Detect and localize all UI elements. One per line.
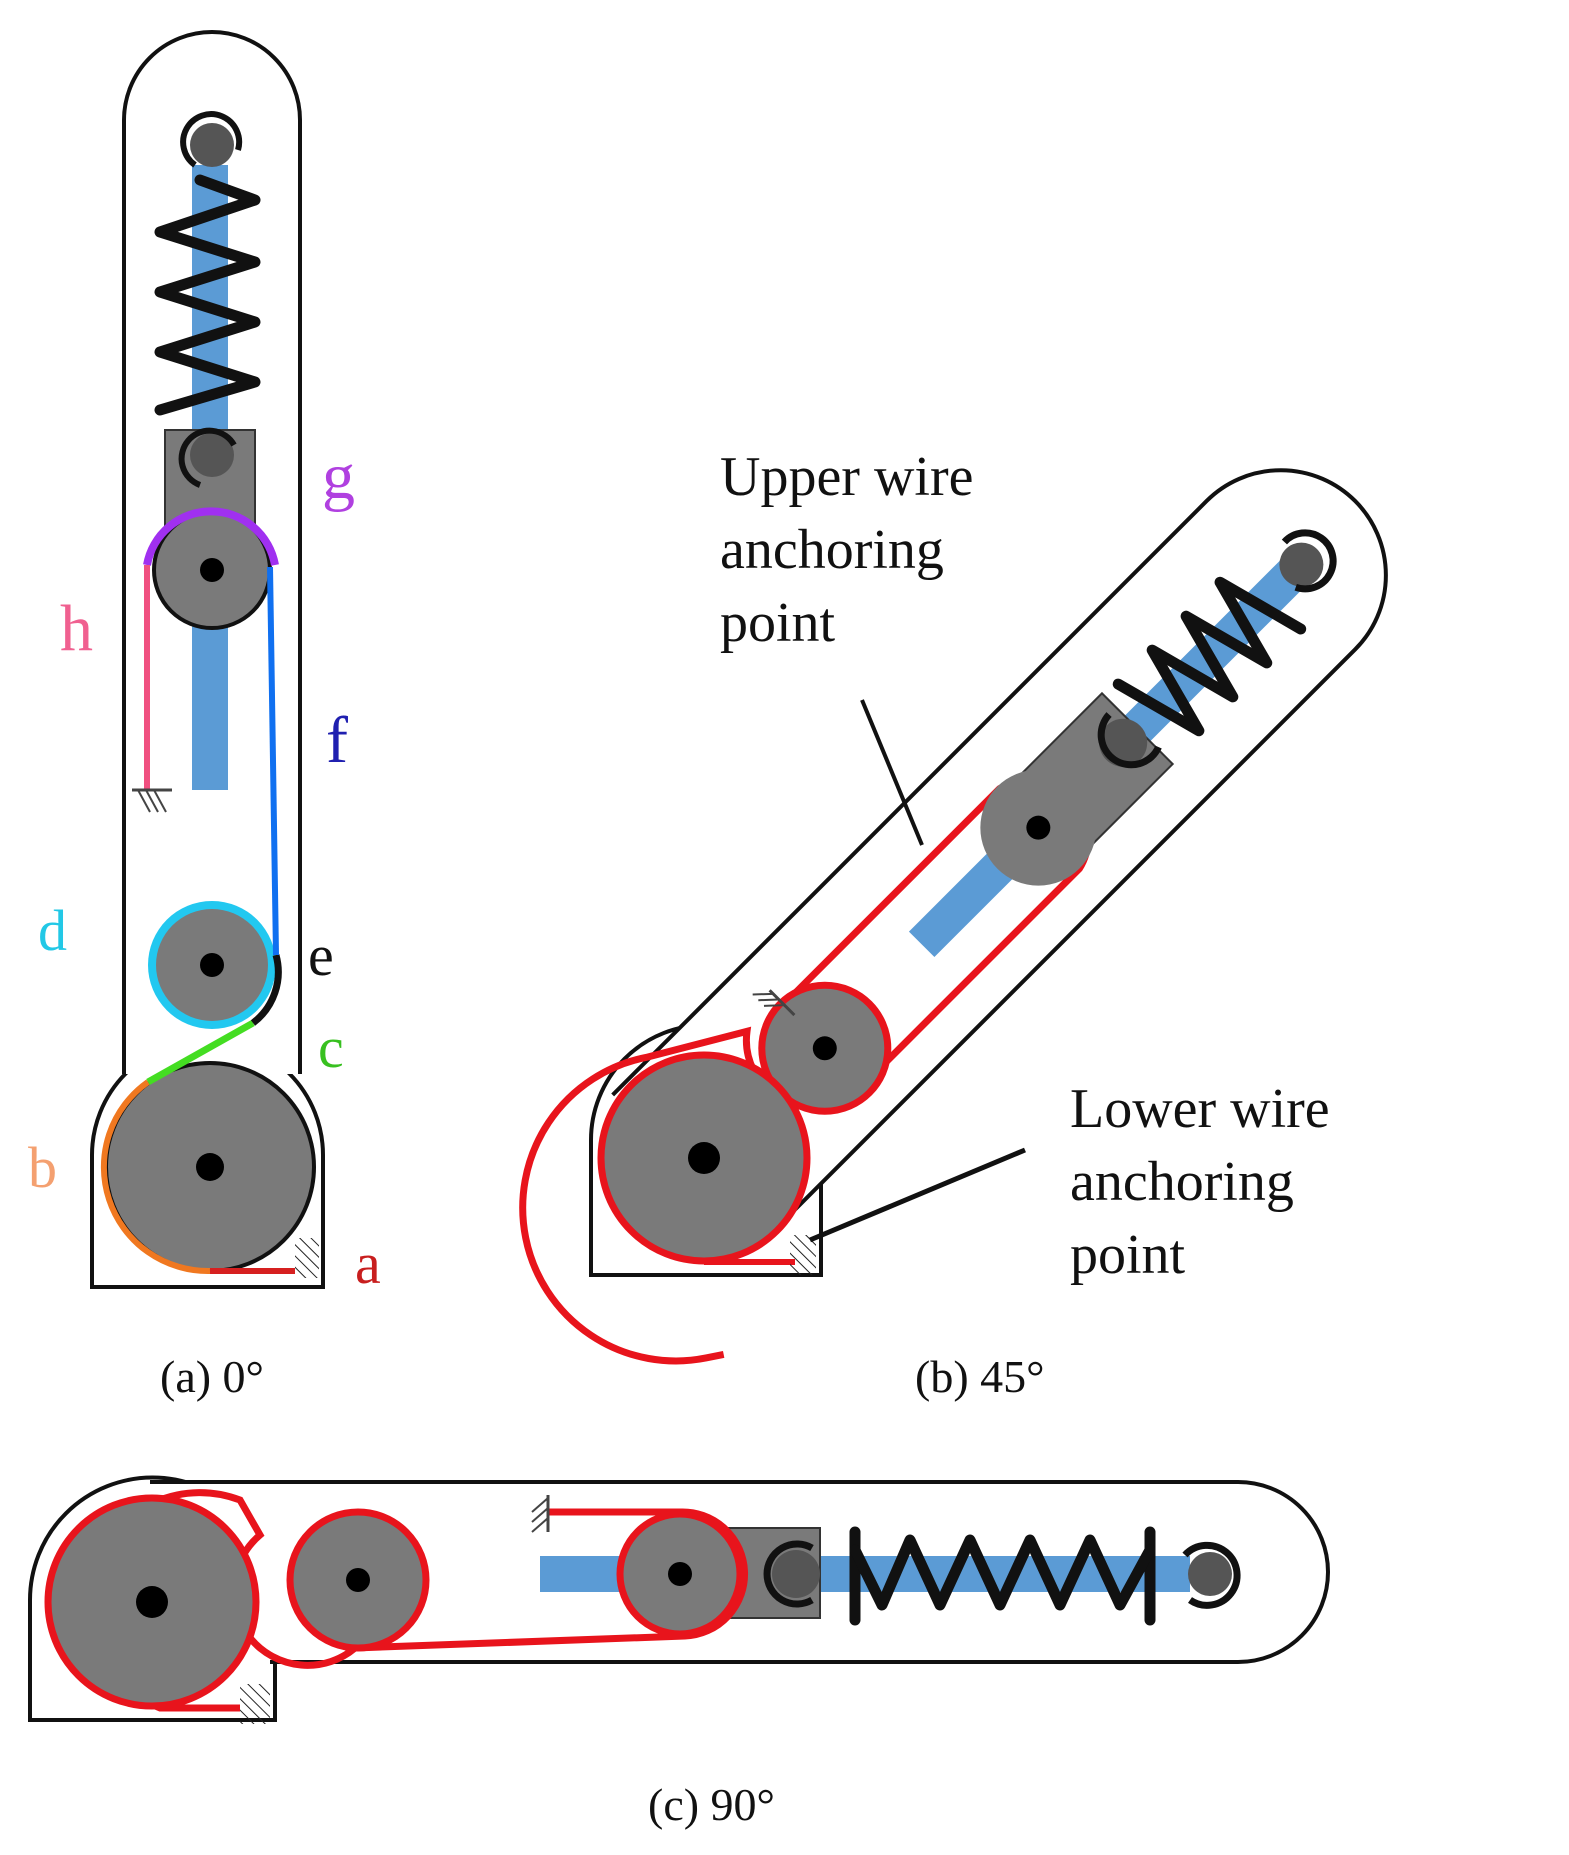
label-b: b — [28, 1135, 57, 1200]
base-pulley-axle-b — [688, 1142, 720, 1174]
segment-f-wire — [267, 566, 279, 956]
segment-e-wire — [250, 954, 282, 1026]
slider-pin-c — [772, 1550, 820, 1598]
slider-pin-a — [190, 433, 234, 477]
lower-anchor-c — [240, 1684, 270, 1724]
spring-anchor-a — [190, 123, 234, 167]
panel-b: Upper wire anchoring point Lower wire an… — [519, 446, 1388, 1402]
spring-hook-top-c — [1182, 1541, 1241, 1609]
upper-pulley-axle-a — [200, 558, 224, 582]
spring-anchor-c — [1188, 1552, 1232, 1596]
lower-anchor-label: Lower wire anchoring point — [1070, 1078, 1344, 1286]
upper-pulley-axle-c — [668, 1562, 692, 1586]
label-e: e — [308, 923, 334, 988]
spring-a — [154, 174, 261, 416]
spring-hook-bottom-b — [1097, 712, 1162, 769]
label-c: c — [318, 1015, 344, 1080]
base-pulley-axle-a — [196, 1153, 224, 1181]
spring-b — [1112, 576, 1307, 737]
middle-pulley-axle-a — [200, 953, 224, 977]
label-a: a — [355, 1231, 381, 1296]
segment-c-wire — [146, 1019, 255, 1086]
middle-pulley-axle-c — [346, 1568, 370, 1592]
spring-hook-top-b — [1281, 529, 1337, 593]
spring-anchor-b — [1279, 542, 1324, 587]
upper-anchor-label: Upper wire anchoring point — [720, 446, 987, 654]
caption-b: (b) 45° — [915, 1351, 1045, 1402]
label-f: f — [326, 704, 348, 777]
spring-c — [849, 1534, 1156, 1611]
arm-b-group — [519, 468, 1388, 1365]
lower-anchor-leader — [809, 1147, 1026, 1243]
label-d: d — [38, 898, 67, 963]
upper-anchor-leader — [860, 699, 924, 846]
panel-c: (c) 90° — [28, 1475, 1330, 1830]
label-g: g — [322, 440, 355, 513]
caption-c: (c) 90° — [648, 1779, 775, 1830]
spring-hook-bottom-a — [178, 427, 237, 488]
panel-a: a b c d e f g h (a) 0° — [28, 30, 381, 1402]
spring-rod-b — [1089, 560, 1306, 777]
segment-g-wire — [143, 507, 279, 566]
spring-hook-top-a — [180, 111, 243, 168]
base-pulley-axle-c — [136, 1586, 168, 1618]
segment-b-wire — [100, 1079, 211, 1275]
upper-anchor-b — [752, 989, 796, 1017]
lower-anchor-a — [295, 1238, 319, 1278]
upper-pulley-axle-b — [1026, 815, 1051, 840]
caption-a: (a) 0° — [160, 1351, 264, 1402]
slider-rod-a — [192, 600, 228, 790]
middle-pulley-axle-b — [812, 1036, 837, 1061]
label-h: h — [60, 592, 93, 665]
upper-anchor-c — [531, 1495, 550, 1533]
upper-anchor-a — [132, 788, 172, 813]
spring-hook-bottom-c — [763, 1540, 814, 1608]
